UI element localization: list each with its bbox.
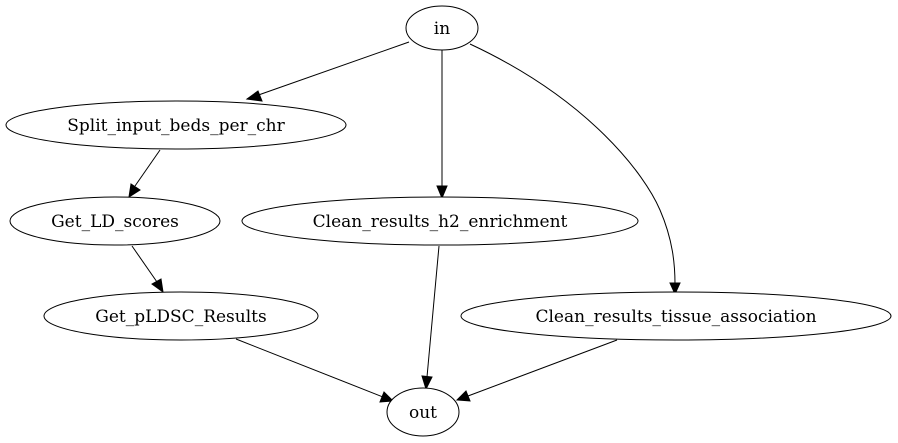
edge-h2-enrichment-to-out [421,245,440,391]
edge-ld-scores-to-pldsc [131,245,164,294]
node-split-input-beds-per-chr-label: Split_input_beds_per_chr [67,116,285,136]
node-in: in [405,5,479,51]
edge-split-to-ld-scores [128,149,161,199]
node-get-ld-scores-label: Get_LD_scores [51,212,179,232]
node-out-label: out [409,403,437,423]
node-get-pldsc-results-label: Get_pLDSC_Results [95,307,266,327]
node-get-pldsc-results: Get_pLDSC_Results [43,291,319,341]
node-clean-results-tissue-association-label: Clean_results_tissue_association [535,307,816,327]
edge-in-to-split [245,41,410,102]
node-split-input-beds-per-chr: Split_input_beds_per_chr [5,100,347,150]
node-out: out [386,387,460,437]
edge-in-to-tissue-association [469,43,681,296]
node-clean-results-h2-enrichment-label: Clean_results_h2_enrichment [313,212,568,232]
edge-pldsc-to-out [235,338,395,403]
node-in-label: in [434,19,450,39]
node-clean-results-h2-enrichment: Clean_results_h2_enrichment [241,196,639,246]
edge-in-to-h2-enrichment [436,50,448,200]
node-get-ld-scores: Get_LD_scores [9,196,221,246]
edge-tissue-association-to-out [455,339,618,402]
node-clean-results-tissue-association: Clean_results_tissue_association [460,291,892,341]
